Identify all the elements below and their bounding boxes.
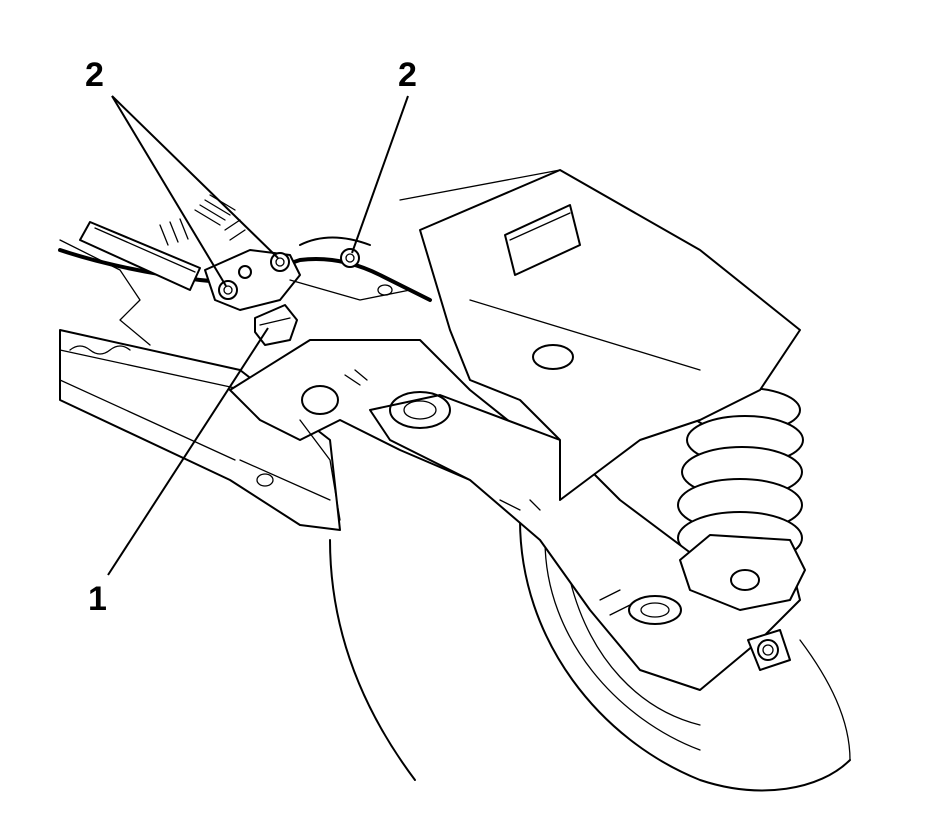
callout-label-left-2: 2: [85, 56, 104, 94]
floor-pan: [399, 169, 801, 501]
leader-right-2: [351, 95, 409, 254]
callout-leaders: [107, 95, 409, 576]
right-bolt: [289, 236, 411, 301]
callout-label-1: 1: [88, 580, 107, 618]
leader-left-2a: [111, 95, 227, 287]
spring-seat: [679, 534, 806, 611]
brake-disc: [329, 519, 851, 792]
callout-label-right-2: 2: [398, 56, 417, 94]
detail-hatching: [159, 194, 246, 246]
link-bracket: [204, 249, 301, 311]
leader-1: [107, 327, 269, 576]
leader-left-2b: [111, 95, 279, 259]
stabilizer-insulator: [254, 304, 298, 346]
shock-bolt: [747, 629, 791, 671]
